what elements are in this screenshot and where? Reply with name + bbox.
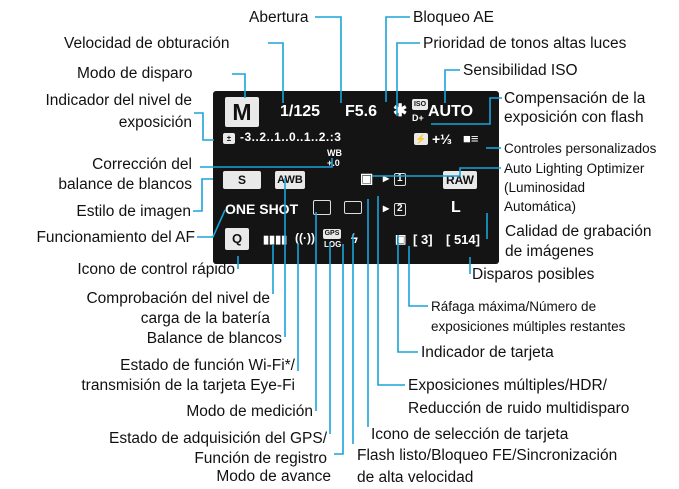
leader-estilo	[193, 178, 213, 212]
label-comp-flash-1: Compensación de la	[504, 90, 646, 107]
af-operation: ONE SHOT	[225, 201, 299, 217]
label-flash-2: de alta velocidad	[357, 469, 474, 486]
card-select-icon-bottom: ▸	[383, 201, 390, 215]
label-wifi-1: Estado de función Wi-Fi*/	[120, 357, 295, 374]
label-controles: Controles personalizados	[504, 141, 657, 156]
iso-badge: ISO	[412, 99, 428, 110]
camera-screen: M 1/125 F5.6 ✱ ISO AUTO D+ ± -3..2..1..0…	[213, 91, 499, 264]
label-balance: Balance de blancos	[146, 330, 282, 347]
label-calidad-2: de imágenes	[505, 243, 594, 260]
iso-value: AUTO	[428, 103, 474, 120]
shutter-speed-value: 1/125	[280, 103, 321, 120]
flash-comp-icon: ⚡	[414, 133, 428, 145]
label-seleccion: Icono de selección de tarjeta	[371, 426, 569, 443]
leader-indicador	[194, 112, 214, 141]
flash-comp-value: +⅓	[432, 131, 452, 147]
label-bateria-1: Comprobación del nivel de	[86, 290, 270, 307]
label-alo-3: Automática)	[504, 199, 577, 214]
label-alo-1: Auto Lighting Optimizer	[504, 161, 645, 176]
card-number: 1	[397, 173, 403, 184]
label-wifi-2: transmisión de la tarjeta Eye-Fi	[81, 377, 295, 394]
label-iso: Sensibilidad ISO	[463, 62, 578, 79]
label-prioridad: Prioridad de tonos altas luces	[423, 35, 627, 52]
aperture-value: F5.6	[345, 103, 378, 120]
label-estilo: Estilo de imagen	[76, 203, 191, 220]
label-velocidad: Velocidad de obturación	[64, 35, 230, 52]
label-modo-disparo: Modo de disparo	[77, 65, 193, 82]
label-abertura: Abertura	[249, 9, 309, 26]
drive-mode-icon: ▣	[395, 232, 407, 246]
custom-controls-icon: ■≡	[463, 131, 479, 146]
auto-lighting-optimizer-icon: ▣	[360, 170, 374, 186]
label-af: Funcionamiento del AF	[36, 229, 195, 246]
label-bateria-2: carga de la batería	[140, 310, 270, 327]
label-calidad-1: Calidad de grabación	[505, 223, 652, 240]
highlight-tone-priority-icon: D+	[412, 113, 424, 123]
label-comp-flash-2: exposición con flash	[504, 109, 644, 126]
flash-ready-icon: ϟ	[351, 231, 358, 246]
label-gps-1: Estado de adquisición del GPS/	[109, 430, 327, 447]
gps-icon-top: GPS	[323, 229, 341, 239]
label-alo-2: (Luminosidad	[504, 180, 586, 195]
max-burst: [ 3]	[413, 232, 433, 247]
quick-control-icon: Q	[225, 228, 249, 250]
label-tarjeta: Indicador de tarjeta	[421, 344, 554, 361]
label-multi-2: Reducción de ruido multidisparo	[408, 400, 630, 417]
exposure-level-scale: -3..2..1..0..1..2.:3	[240, 130, 342, 144]
shots-remaining: [ 514]	[446, 232, 480, 247]
wifi-icon: ((·))	[295, 231, 315, 245]
label-rafaga-1: Ráfaga máxima/Número de	[431, 299, 597, 314]
label-flash-1: Flash listo/Bloqueo FE/Sincronización	[357, 447, 618, 464]
card-number-2: 2	[397, 203, 403, 214]
label-rafaga-2: exposiciones múltiples restantes	[431, 319, 626, 334]
wb-correction-top: WB	[327, 148, 342, 158]
image-quality: L	[451, 199, 461, 216]
raw-icon: RAW	[443, 171, 477, 189]
shots-remaining-value: 514	[453, 232, 476, 247]
multi-exposure-icon	[344, 201, 362, 214]
label-correccion-2: balance de blancos	[58, 176, 192, 193]
label-control-rapido: Icono de control rápido	[77, 261, 235, 278]
shooting-mode-box: M	[225, 97, 259, 127]
label-avance: Modo de avance	[216, 468, 331, 485]
exposure-level-icon: ±	[223, 133, 235, 144]
leader-avance	[334, 244, 344, 455]
label-indicador-1: Indicador del nivel de	[45, 92, 193, 109]
label-correccion-1: Corrección del	[92, 156, 192, 173]
label-multi-1: Exposiciones múltiples/HDR/	[408, 377, 607, 394]
label-indicador-2: exposición	[118, 114, 192, 131]
leader-bloqueo-ae	[385, 16, 410, 102]
ae-lock-icon: ✱	[393, 101, 408, 120]
label-bloqueo-ae: Bloqueo AE	[413, 9, 495, 26]
label-gps-2: Función de registro	[194, 450, 327, 467]
max-burst-value: 3	[420, 232, 429, 247]
awb-icon: AWB	[275, 171, 305, 189]
label-disparos: Disparos posibles	[472, 266, 595, 283]
label-medicion: Modo de medición	[186, 403, 313, 420]
gps-icon-bottom: LOG	[324, 240, 342, 249]
wb-correction-bottom: +.0	[327, 158, 340, 168]
battery-icon: ▮▮▮▮	[263, 234, 288, 246]
metering-mode-icon	[313, 200, 331, 215]
card-select-icon-top: ▸	[383, 171, 390, 185]
picture-style-box: S	[223, 171, 261, 189]
